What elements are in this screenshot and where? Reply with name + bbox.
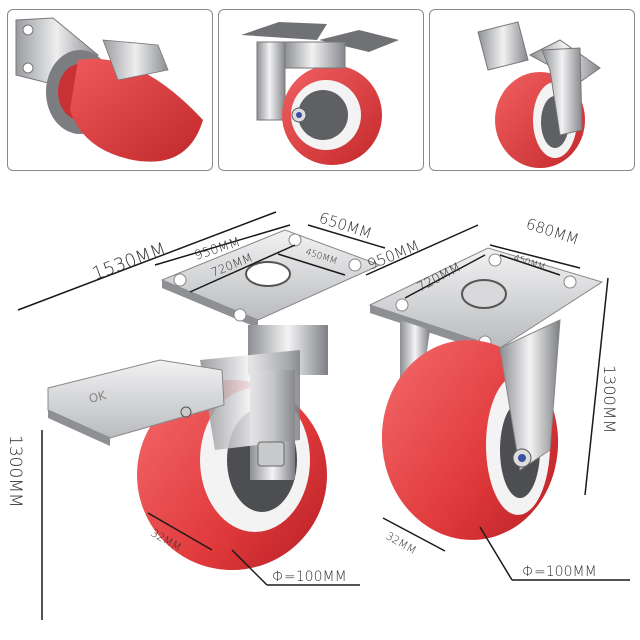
brake-mark: OK [87,388,108,406]
caster-image-side [241,22,399,165]
rigid-wheel-diameter-label: Φ=100MM [522,564,597,580]
thumbnail-angled-view[interactable] [7,9,213,171]
thumbnail-side-view[interactable] [218,9,424,171]
swivel-overall-length-label: 1530MM [90,239,169,285]
rigid-plate-length-label: 950MM [365,237,422,274]
dimension-diagram: OK [0,170,640,640]
caster-image-rear [477,21,601,168]
rigid-caster [368,247,604,540]
thumbnail-rear-view[interactable] [429,9,635,171]
swivel-caster: OK [47,229,382,570]
caster-image-angled [15,17,203,162]
dimension-lines [17,211,630,620]
swivel-wheel-diameter-label: Φ=100MM [272,569,347,585]
swivel-height-label: 1300MM [5,435,25,508]
rigid-height-label: 1300MM [600,365,619,433]
caster-dimension-drawing: OK [5,209,630,620]
rigid-plate-width-label: 680MM [524,215,581,249]
swivel-plate-width-label: 650MM [317,209,374,243]
